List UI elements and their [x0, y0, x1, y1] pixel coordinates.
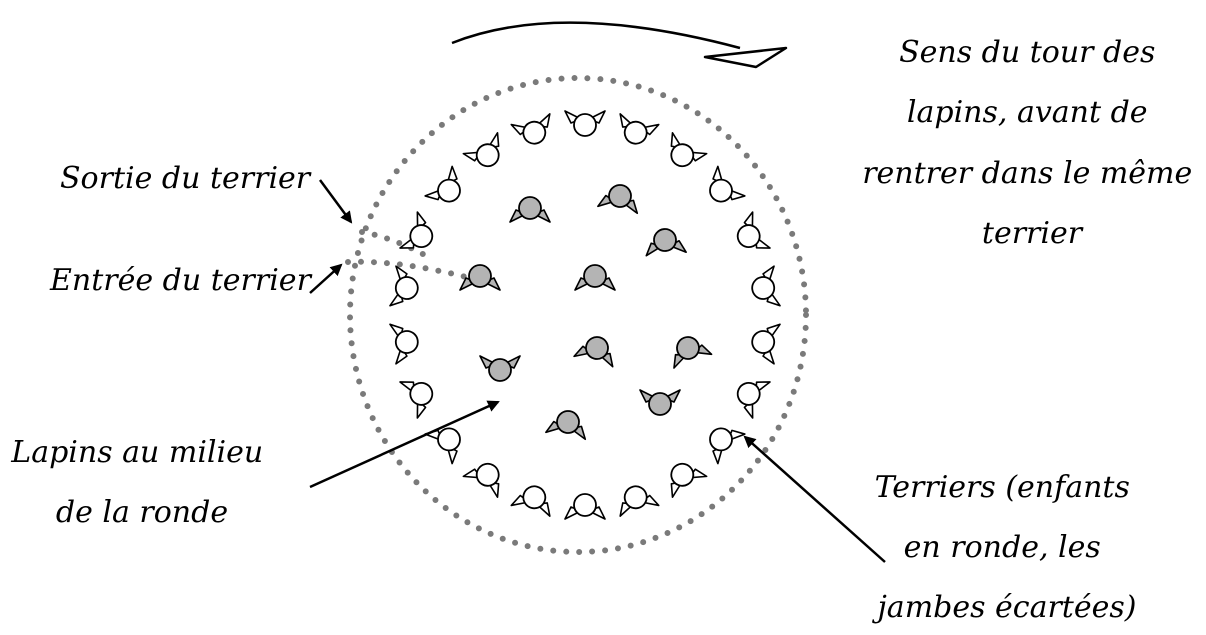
- burrow-child: [463, 133, 510, 175]
- rabbit: [480, 356, 520, 381]
- rabbit: [510, 197, 550, 222]
- entry-pointer-arrow: [310, 265, 341, 293]
- entry-label: Entrée du terrier: [49, 263, 313, 298]
- outer-dotted-circle: [350, 78, 806, 552]
- burrow-child: [699, 417, 744, 463]
- burrow-child: [511, 114, 556, 149]
- burrow-child: [400, 371, 440, 418]
- exit-pointer-arrow: [320, 180, 351, 222]
- burrow-child: [730, 212, 770, 259]
- direction-label-line: lapins, avant de: [907, 95, 1148, 130]
- rabbit: [598, 182, 642, 214]
- burrow-ring: [390, 111, 780, 519]
- rabbit: [640, 390, 680, 415]
- burrows-label-line: jambes écartées): [872, 590, 1137, 625]
- burrow-child: [565, 111, 605, 136]
- burrow-child: [511, 481, 556, 516]
- burrow-child: [565, 494, 605, 519]
- rabbit: [665, 331, 711, 368]
- burrows-pointer-arrow: [745, 437, 885, 562]
- burrow-child: [730, 371, 770, 418]
- burrow-child: [463, 455, 510, 497]
- rabbit: [460, 265, 500, 290]
- direction-label-line: terrier: [982, 216, 1084, 251]
- burrows-label-line: en ronde, les: [904, 530, 1101, 565]
- direction-label-line: rentrer dans le même: [862, 156, 1192, 191]
- burrows-label: Terriers (enfants en ronde, les jambes é…: [872, 470, 1140, 625]
- burrow-child: [613, 114, 658, 149]
- burrow-child: [659, 133, 706, 175]
- rabbits-middle-label: Lapins au milieu de la ronde: [10, 435, 272, 530]
- rabbit: [644, 227, 686, 255]
- entry-dotted-path: [348, 262, 470, 278]
- rabbit: [574, 332, 619, 367]
- burrow-child: [400, 212, 440, 259]
- burrow-child: [749, 321, 780, 364]
- burrow-child: [425, 166, 470, 212]
- rabbits-middle-label-line: de la ronde: [56, 495, 228, 530]
- rabbits-middle-label-line: Lapins au milieu: [10, 435, 263, 470]
- rabbits-group: [460, 182, 712, 440]
- burrow-child: [390, 266, 421, 309]
- direction-label: Sens du tour des lapins, avant de rentre…: [862, 35, 1202, 251]
- burrow-child: [749, 266, 780, 309]
- direction-label-line: Sens du tour des: [899, 35, 1155, 70]
- burrow-child: [390, 321, 421, 364]
- burrow-child: [613, 481, 658, 516]
- burrow-child: [699, 166, 744, 212]
- burrow-child: [659, 455, 706, 497]
- burrows-label-line: Terriers (enfants: [875, 470, 1130, 505]
- rabbit: [546, 408, 590, 440]
- rabbit: [575, 265, 615, 290]
- rotation-direction-arrow: [452, 23, 786, 67]
- exit-label: Sortie du terrier: [60, 161, 312, 196]
